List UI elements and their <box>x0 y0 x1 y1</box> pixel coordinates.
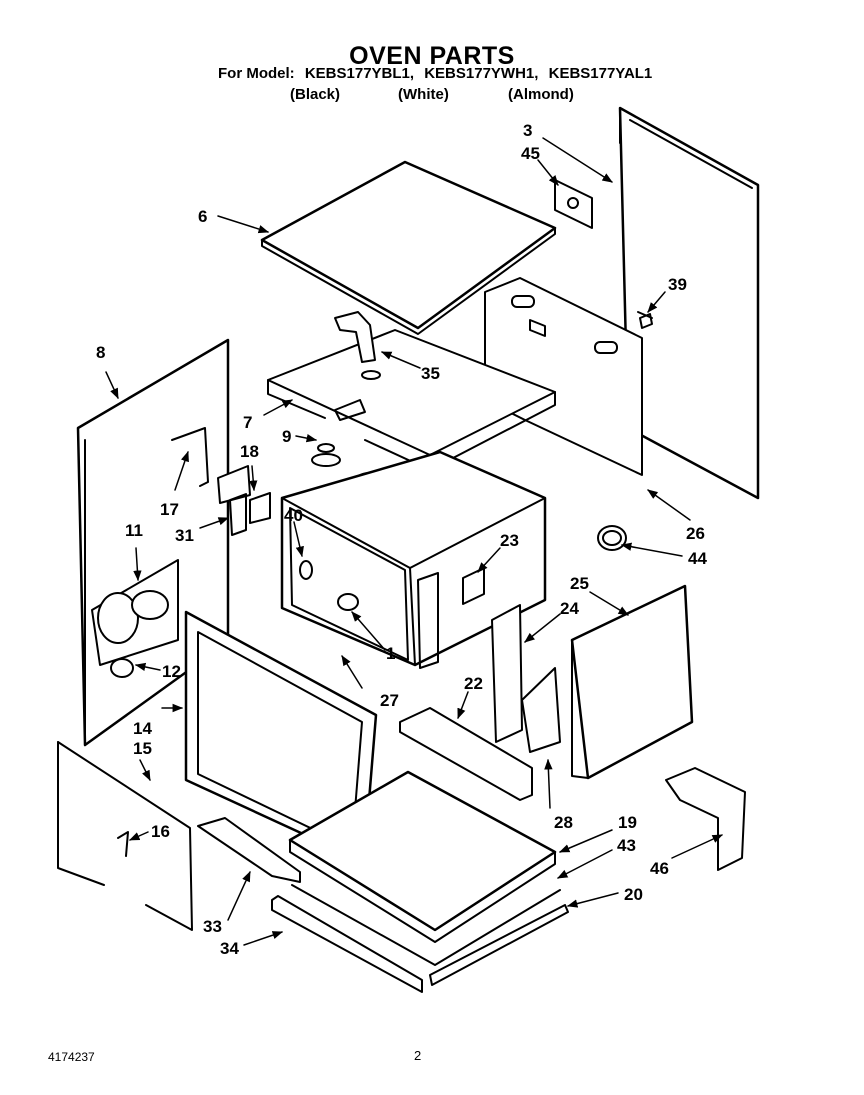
color-white: (White) <box>398 86 449 103</box>
page-number: 2 <box>414 1048 422 1063</box>
part-39-clip <box>639 313 653 329</box>
part-label-26: 26 <box>686 524 705 543</box>
part-46-bracket <box>665 767 746 871</box>
part-34-toe-kick <box>271 895 423 993</box>
part-label-18: 18 <box>240 442 259 461</box>
part-28-hinge <box>521 667 561 753</box>
part-23-bracket <box>462 567 485 605</box>
part-label-15: 15 <box>133 739 152 758</box>
page-title: OVEN PARTS <box>349 42 515 70</box>
part-label-20: 20 <box>624 885 643 904</box>
part-label-44: 44 <box>688 549 707 568</box>
part-label-28: 28 <box>554 813 573 832</box>
part-label-40: 40 <box>284 506 303 525</box>
model-almond: KEBS177YAL1 <box>548 65 653 82</box>
part-label-19: 19 <box>618 813 637 832</box>
part-45-bracket <box>554 179 593 229</box>
part-label-33: 33 <box>203 917 222 936</box>
part-label-35: 35 <box>421 364 440 383</box>
part-15-door-gasket <box>57 741 193 931</box>
part-40-plug <box>299 560 313 580</box>
model-black: KEBS177YBL1, <box>304 65 415 82</box>
part-12-bulb <box>110 658 134 678</box>
part-35-vent-tube <box>334 311 381 380</box>
part-label-39: 39 <box>668 275 687 294</box>
part-31-switch <box>229 493 247 536</box>
color-almond: (Almond) <box>508 86 574 103</box>
part-18-switch <box>217 465 271 524</box>
part-label-45: 45 <box>521 144 540 163</box>
part-label-7: 7 <box>243 413 253 432</box>
part-label-9: 9 <box>282 427 292 446</box>
part-label-6: 6 <box>198 207 208 226</box>
part-43-trim <box>291 884 561 966</box>
part-label-27: 27 <box>380 691 399 710</box>
part-label-8: 8 <box>96 343 106 362</box>
part-16-clip <box>117 831 129 857</box>
part-label-11: 11 <box>125 521 143 540</box>
model-white: KEBS177YWH1, <box>424 65 539 82</box>
part-7-top-shield <box>267 329 556 471</box>
part-label-12: 12 <box>162 662 181 681</box>
leader-arrows <box>105 137 723 946</box>
part-label-46: 46 <box>650 859 669 878</box>
part-33-vent-trim <box>197 817 301 883</box>
part-20-rail <box>429 904 569 986</box>
part-24-hinge-channel <box>491 604 523 743</box>
part-11-lamp-socket <box>97 590 169 644</box>
part-label-14: 14 <box>133 719 152 738</box>
part-27-oven-cavity <box>280 450 547 669</box>
part-label-3: 3 <box>523 121 533 140</box>
part-label-17: 17 <box>160 500 179 519</box>
part-19-bottom-panel <box>288 770 557 943</box>
part-17-bracket <box>171 427 209 487</box>
document-number: 4174237 <box>48 1050 95 1064</box>
model-prefix: For Model: <box>218 65 295 82</box>
part-label-24: 24 <box>560 599 579 618</box>
part-6-top-panel <box>260 160 557 335</box>
part-label-23: 23 <box>500 531 519 550</box>
part-1-lamp-cover <box>337 593 359 611</box>
part-label-25: 25 <box>570 574 589 593</box>
part-label-34: 34 <box>220 939 239 958</box>
part-label-31: 31 <box>175 526 194 545</box>
part-22-bracket <box>399 707 533 801</box>
model-line: For Model: KEBS177YBL1, KEBS177YWH1, KEB… <box>218 65 658 82</box>
part-label-16: 16 <box>151 822 170 841</box>
part-25-side-panel <box>570 584 694 780</box>
part-label-1: 1 <box>386 644 396 663</box>
part-label-43: 43 <box>617 836 636 855</box>
part-label-22: 22 <box>464 674 483 693</box>
color-black: (Black) <box>290 86 341 103</box>
part-44-gasket <box>597 525 627 551</box>
